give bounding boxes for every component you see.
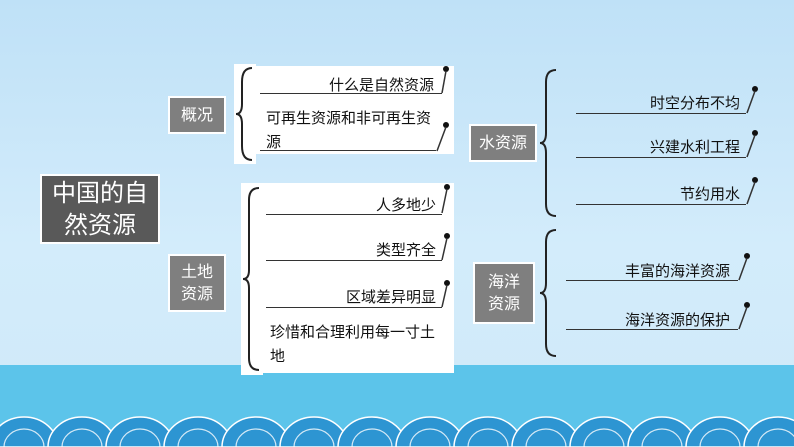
water-item-dot [752,177,758,183]
land-item: 类型齐全 [375,241,436,259]
land-brace [242,187,260,371]
land-item-underline [266,214,442,215]
land-item-dot [444,233,450,239]
water-item: 时空分布不均 [649,94,740,112]
water-item-dot [752,86,758,92]
land-item-dot [444,280,450,286]
ocean-item-dot [744,253,750,259]
overview-item-underline [260,150,436,151]
land-item-dot [444,184,450,190]
land-item-connector [441,237,448,261]
water-item-connector [746,90,756,114]
water-brace [539,69,557,217]
overview-item-dot [443,66,449,72]
overview-brace [235,67,253,161]
category-ocean: 海洋资源 [473,262,535,324]
category-land: 土地资源 [168,254,226,312]
land-item-connector [441,284,448,308]
ocean-item-underline [566,280,738,281]
land-item: 区域差异明显 [345,288,436,306]
overview-item: 什么是自然资源 [328,76,434,94]
water-item-underline [576,204,746,205]
ocean-item: 丰富的海洋资源 [624,262,730,280]
water-item: 兴建水利工程 [649,138,740,156]
ocean-item-connector [738,257,748,281]
overview-item-dot [443,122,449,128]
ocean-item: 海洋资源的保护 [624,311,730,329]
water-item-underline [576,113,746,114]
water-item-connector [746,181,756,205]
overview-item-underline [260,93,442,94]
land-item-underline [266,307,442,308]
ocean-item-connector [738,306,748,330]
water-item: 节约用水 [679,185,740,203]
land-item-underline [266,260,442,261]
wave-decoration [0,416,794,447]
category-water: 水资源 [469,124,537,162]
overview-brace-panel [234,64,256,164]
ocean-item-dot [744,302,750,308]
overview-panel [256,66,454,154]
overview-item-connector [436,126,447,152]
overview-item: 可再生资源和非可再生资源 [266,109,432,151]
land-item-connector [441,188,448,214]
category-overview: 概况 [168,96,226,134]
overview-item-connector [441,70,447,94]
ocean-brace [539,229,557,357]
main-title: 中国的自然资源 [40,174,160,244]
land-item: 珍惜和合理利用每一寸土地 [270,323,436,365]
water-item-dot [752,130,758,136]
land-item: 人多地少 [375,196,436,214]
land-brace-panel [241,183,263,375]
water-item-underline [576,157,746,158]
water-item-connector [746,134,756,158]
ocean-item-underline [566,329,738,330]
